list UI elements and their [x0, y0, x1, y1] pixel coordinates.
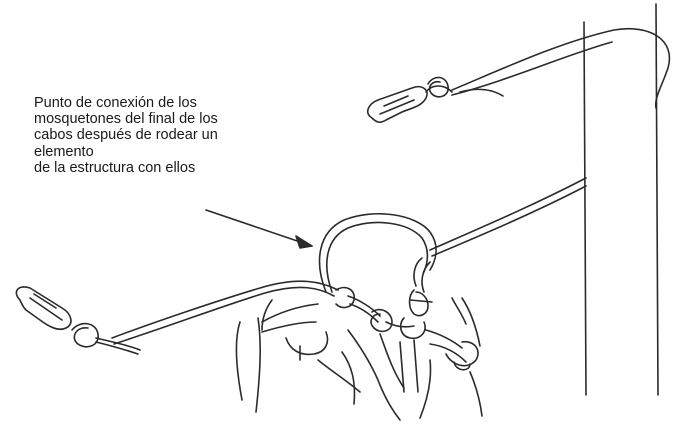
- upper-knot-icon: [425, 76, 453, 98]
- left-carabiner-icon: [15, 286, 72, 331]
- left-knot-icon: [71, 322, 141, 355]
- upper-carabiner-icon: [366, 85, 428, 123]
- annotation-line: mosquetones del final de los: [34, 111, 218, 128]
- harness-figure: [235, 297, 483, 421]
- annotation-line: de la estructura con ellos: [34, 159, 196, 176]
- annotation-line: Punto de conexión de los: [34, 95, 197, 111]
- middle-chain: [335, 257, 433, 340]
- main-lanyard: [111, 177, 587, 345]
- annotation-line: elemento: [34, 143, 94, 160]
- upper-lanyard: [451, 28, 671, 109]
- connection-loop: [318, 213, 437, 293]
- annotation-text: Punto de conexión de los mosquetones del…: [34, 95, 324, 176]
- annotation-line: cabos después de rodear un: [34, 127, 218, 144]
- structure-pole: [583, 3, 659, 396]
- annotation-arrow-icon: [205, 209, 313, 249]
